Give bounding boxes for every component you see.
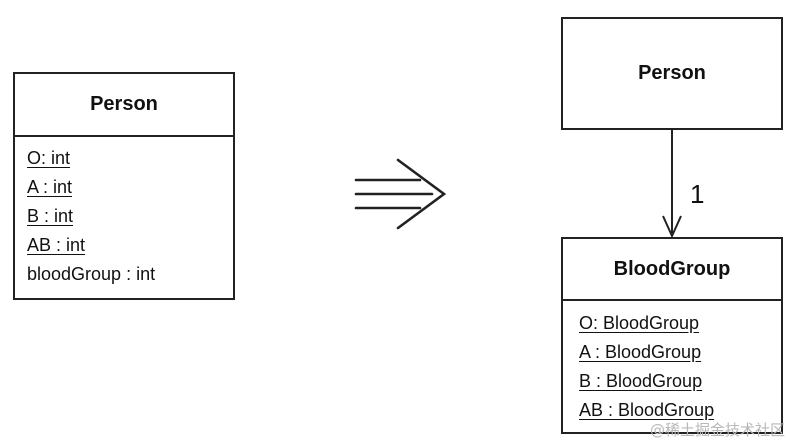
attribute: B : BloodGroup bbox=[579, 371, 703, 391]
class-name: Person bbox=[90, 93, 158, 115]
class-name: BloodGroup bbox=[613, 257, 731, 280]
person-class-after: Person bbox=[561, 17, 783, 130]
class-name: Person bbox=[638, 62, 706, 84]
attribute: AB : int bbox=[27, 235, 86, 255]
attribute-compartment: O: BloodGroup A : BloodGroup B : BloodGr… bbox=[563, 299, 781, 425]
bloodgroup-class: BloodGroup O: BloodGroup A : BloodGroup … bbox=[561, 237, 783, 434]
attribute: AB : BloodGroup bbox=[579, 400, 715, 420]
attribute: A : int bbox=[27, 177, 73, 197]
attribute: bloodGroup : int bbox=[27, 264, 156, 284]
triple-arrow-icon bbox=[354, 158, 447, 230]
attribute: B : int bbox=[27, 206, 74, 226]
open-arrowhead-icon bbox=[662, 215, 682, 239]
attribute: A : BloodGroup bbox=[579, 342, 702, 362]
person-class-before: Person O: int A : int B : int AB : int b… bbox=[13, 72, 235, 300]
attribute: O: BloodGroup bbox=[579, 313, 700, 333]
association-multiplicity: 1 bbox=[690, 179, 705, 209]
attribute-compartment: O: int A : int B : int AB : int bloodGro… bbox=[15, 135, 233, 289]
watermark: @稀土掘金技术社区 bbox=[649, 421, 785, 439]
attribute: O: int bbox=[27, 148, 71, 168]
